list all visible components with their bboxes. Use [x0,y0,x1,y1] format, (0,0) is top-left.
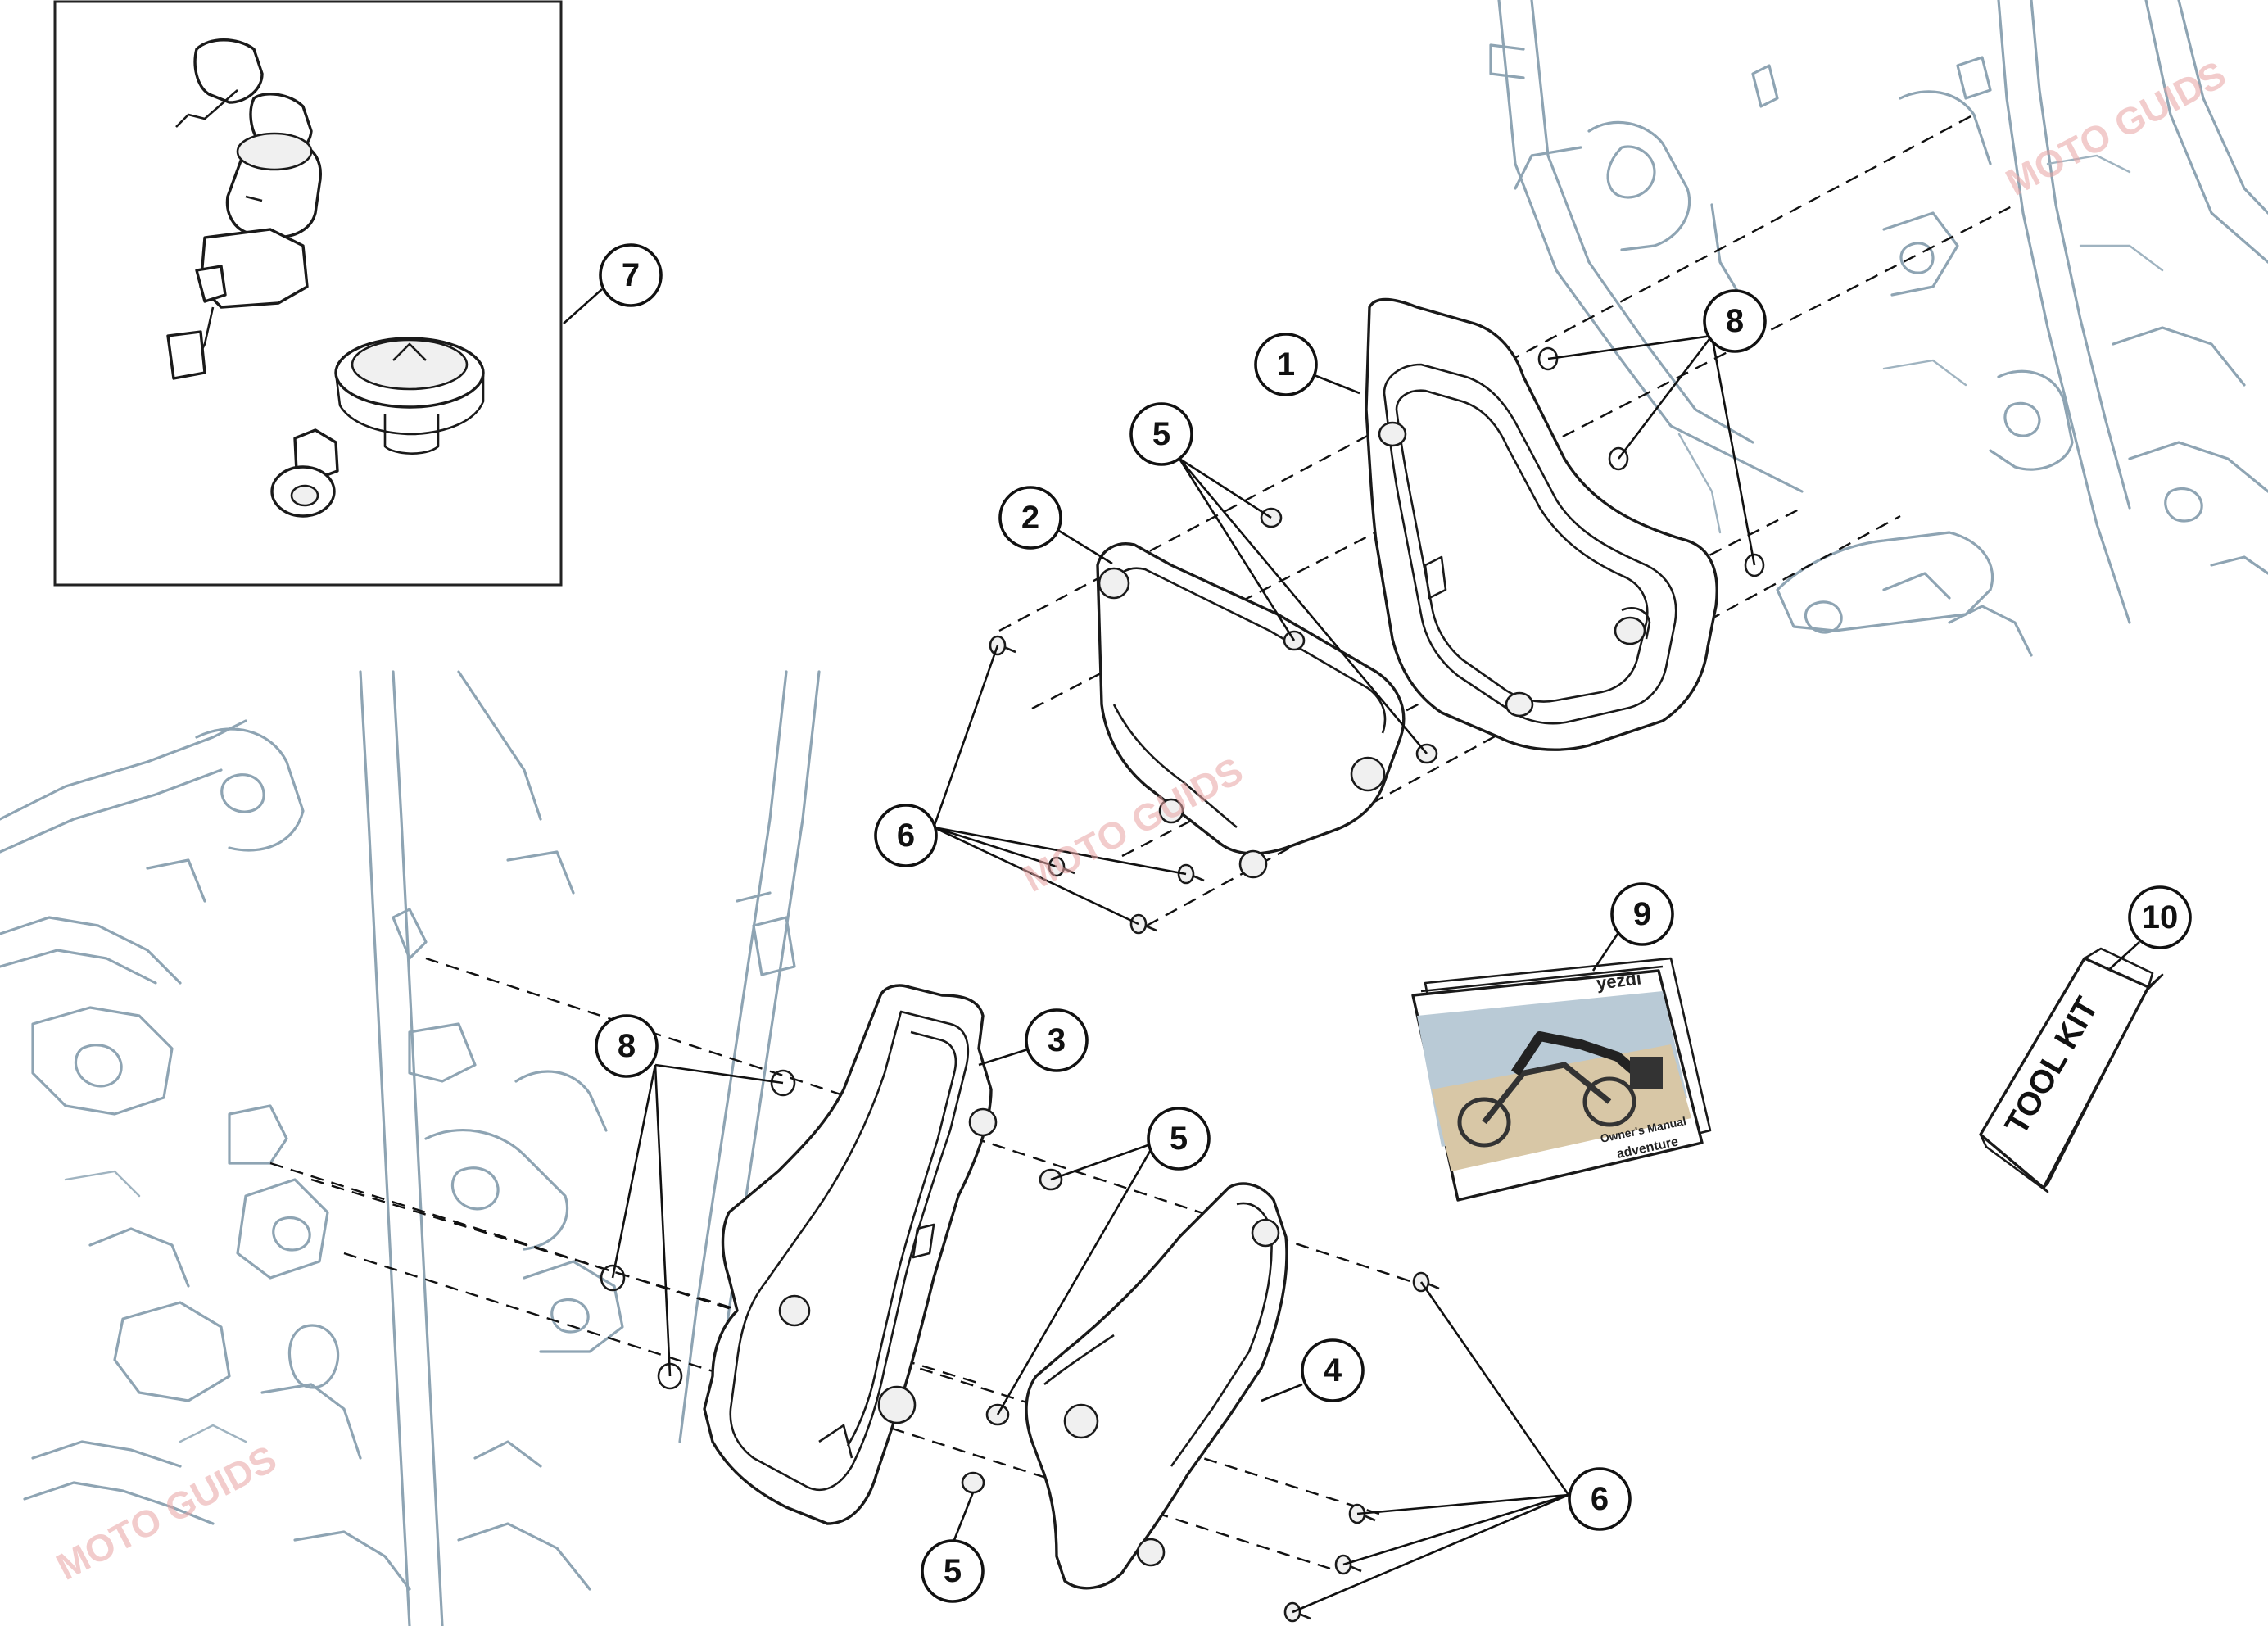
washer-icon [770,1069,796,1097]
callout-8-upper: 8 [1703,289,1767,353]
callout-4: 4 [1301,1338,1365,1402]
callout-5-upper: 5 [1129,402,1193,466]
seat-lock-icon [270,428,339,518]
frame-upper-right [1489,0,2268,657]
motorcycle-photo-icon [1457,1031,1663,1148]
lock-set-inset [53,0,563,587]
tool-kit: TOOL KIT [1979,947,2164,1193]
owners-manual: yezdi Owner's Manual adventure [1411,957,1712,1202]
screw-icon [1129,913,1157,935]
leader-lines [563,288,2140,1614]
callout-8-lower: 8 [595,1014,659,1078]
callout-2: 2 [998,486,1062,550]
callout-3: 3 [1025,1008,1089,1072]
callout-5-number: 5 [1152,416,1170,452]
callout-5-middle: 5 [1147,1107,1211,1171]
callout-2-number: 2 [1021,500,1039,536]
washer-icon [1744,553,1765,577]
callout-8-number: 8 [618,1028,636,1064]
callout-6-number: 6 [1591,1481,1609,1517]
screw-icon [989,635,1016,656]
fuel-cap-icon [334,337,485,455]
part-4-left-cover [1025,1182,1288,1590]
ignition-switch-icon [166,132,322,380]
callout-10: 10 [2128,885,2192,949]
callout-1: 1 [1254,333,1318,396]
callout-6-lower: 6 [1568,1467,1632,1531]
part-2-right-cover [1096,542,1406,879]
callout-9-number: 9 [1633,896,1651,932]
nut-icon [961,1471,985,1494]
part-1-right-bracket [1365,297,1718,751]
washer-icon [1608,446,1629,471]
washer-icon [1537,346,1559,371]
callout-6-number: 6 [897,818,915,854]
callout-5-number: 5 [944,1553,962,1589]
part-3-left-bracket [703,984,998,1525]
callout-9: 9 [1610,882,1674,946]
callout-6-upper: 6 [874,804,938,867]
callout-7: 7 [599,243,663,307]
washer-icon [600,1264,626,1292]
callout-1-number: 1 [1277,346,1295,383]
callout-10-number: 10 [2142,899,2179,935]
frame-lower-left [0,670,821,1626]
callout-8-number: 8 [1726,303,1744,339]
callout-5-lower: 5 [921,1539,985,1603]
callout-7-number: 7 [622,257,640,293]
callout-5-number: 5 [1170,1121,1188,1157]
callout-3-number: 3 [1048,1022,1066,1058]
watermark-text: MOTO GUIDS [49,1437,283,1588]
screw-icon [1334,1554,1362,1575]
callout-4-number: 4 [1324,1352,1342,1388]
